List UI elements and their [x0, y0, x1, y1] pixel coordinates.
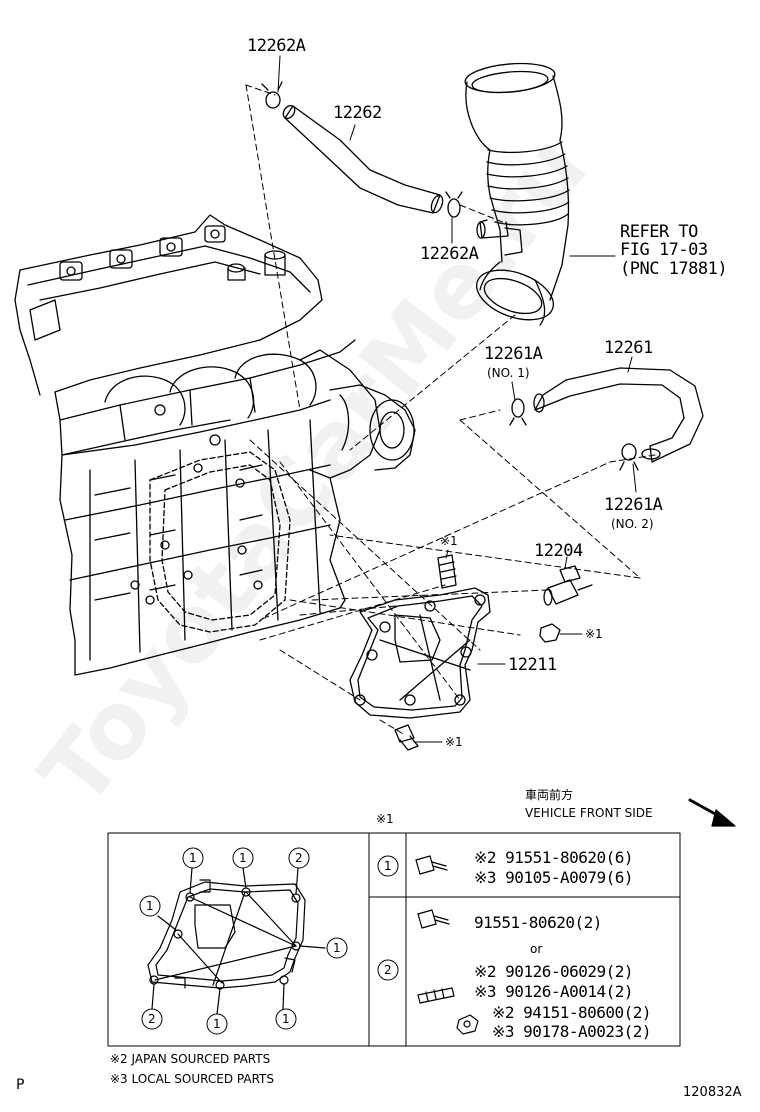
- callout-12262[interactable]: 12262: [333, 103, 382, 123]
- callout-12211[interactable]: 12211: [508, 655, 557, 675]
- legend-row2-part-c: ※3 90126-A0014(2): [474, 982, 634, 1001]
- legend-circle-num: 1: [333, 941, 341, 955]
- note-local-sourced: ※3 LOCAL SOURCED PARTS: [110, 1072, 274, 1086]
- refer-line-2[interactable]: FIG 17-03: [620, 240, 708, 260]
- refer-line-1[interactable]: REFER TO: [620, 222, 698, 242]
- callout-mark1-bolt[interactable]: ※1: [445, 735, 463, 749]
- legend-circle-num: 1: [239, 851, 247, 865]
- air-intake-duct: [464, 62, 570, 326]
- callout-12262A-mid[interactable]: 12262A: [420, 244, 479, 264]
- callout-12262A-top[interactable]: 12262A: [247, 36, 306, 56]
- legend-row2-part-e: ※3 90178-A0023(2): [492, 1022, 652, 1041]
- note-japan-sourced: ※2 JAPAN SOURCED PARTS: [110, 1052, 271, 1066]
- legend-circle-num: 1: [146, 899, 154, 913]
- leader-lines: [277, 55, 637, 743]
- legend-row1-part-a: ※2 91551-80620(6): [474, 848, 634, 867]
- refer-line-3[interactable]: (PNC 17881): [620, 259, 728, 279]
- sensor-12204: [543, 565, 593, 606]
- hose-12262: [282, 104, 444, 214]
- clip-12261A-no2: [619, 443, 639, 471]
- callout-12261[interactable]: 12261: [604, 338, 653, 358]
- legend-circle-num: 2: [148, 1012, 156, 1026]
- legend-bolt-icon-1: [415, 855, 448, 875]
- legend-box: [107, 832, 681, 1047]
- clip-12262A-top: [261, 81, 283, 109]
- legend-row2-or: or: [530, 942, 543, 956]
- illustration-code: 120832A: [683, 1085, 742, 1100]
- callout-mark1-stud[interactable]: ※1: [440, 534, 458, 548]
- legend-circle-num: 2: [295, 851, 303, 865]
- legend-row2-part-b: ※2 90126-06029(2): [474, 962, 634, 981]
- callout-mark1-nut[interactable]: ※1: [585, 627, 603, 641]
- legend-row2-part-d: ※2 94151-80600(2): [492, 1003, 652, 1022]
- assembly-lines: [245, 84, 656, 736]
- legend-row2-num: 2: [384, 963, 392, 977]
- callout-12261A-no1[interactable]: 12261A: [484, 344, 543, 364]
- legend-nut-icon: [456, 1014, 479, 1035]
- legend-callout-circles: [139, 847, 399, 1035]
- stud-bolt: [437, 554, 457, 589]
- nut: [539, 623, 561, 643]
- hose-12261: [533, 367, 704, 463]
- legend-circle-num: 1: [213, 1017, 221, 1031]
- front-arrow-icon: [688, 798, 736, 827]
- footer-p: P: [16, 1077, 25, 1093]
- legend-circle-num: 1: [189, 851, 197, 865]
- no1-label: (NO. 1): [487, 366, 530, 380]
- legend-stud-icon: [417, 987, 455, 1004]
- callout-12204[interactable]: 12204: [534, 541, 583, 561]
- gasket-outline: [149, 451, 291, 633]
- legend-bolt-icon-2: [417, 909, 450, 929]
- housing-12211: [349, 587, 491, 719]
- legend-circle-num: 1: [282, 1012, 290, 1026]
- clip-12262A-mid: [445, 191, 463, 218]
- engine-block: [14, 214, 416, 676]
- direction-jp: 車両前方: [525, 788, 574, 802]
- legend-row1-part-b: ※3 90105-A0079(6): [474, 868, 634, 887]
- direction-en: VEHICLE FRONT SIDE: [525, 806, 653, 820]
- legend-housing: [147, 867, 326, 1015]
- legend-row1-num: 1: [384, 859, 392, 873]
- legend-row2-part-a: 91551-80620(2): [474, 913, 602, 932]
- legend-header: ※1: [376, 812, 394, 826]
- callout-12261A-no2[interactable]: 12261A: [604, 495, 663, 515]
- clip-12261A-no1: [509, 398, 527, 426]
- no2-label: (NO. 2): [611, 517, 654, 531]
- flange-bolt: [394, 724, 419, 751]
